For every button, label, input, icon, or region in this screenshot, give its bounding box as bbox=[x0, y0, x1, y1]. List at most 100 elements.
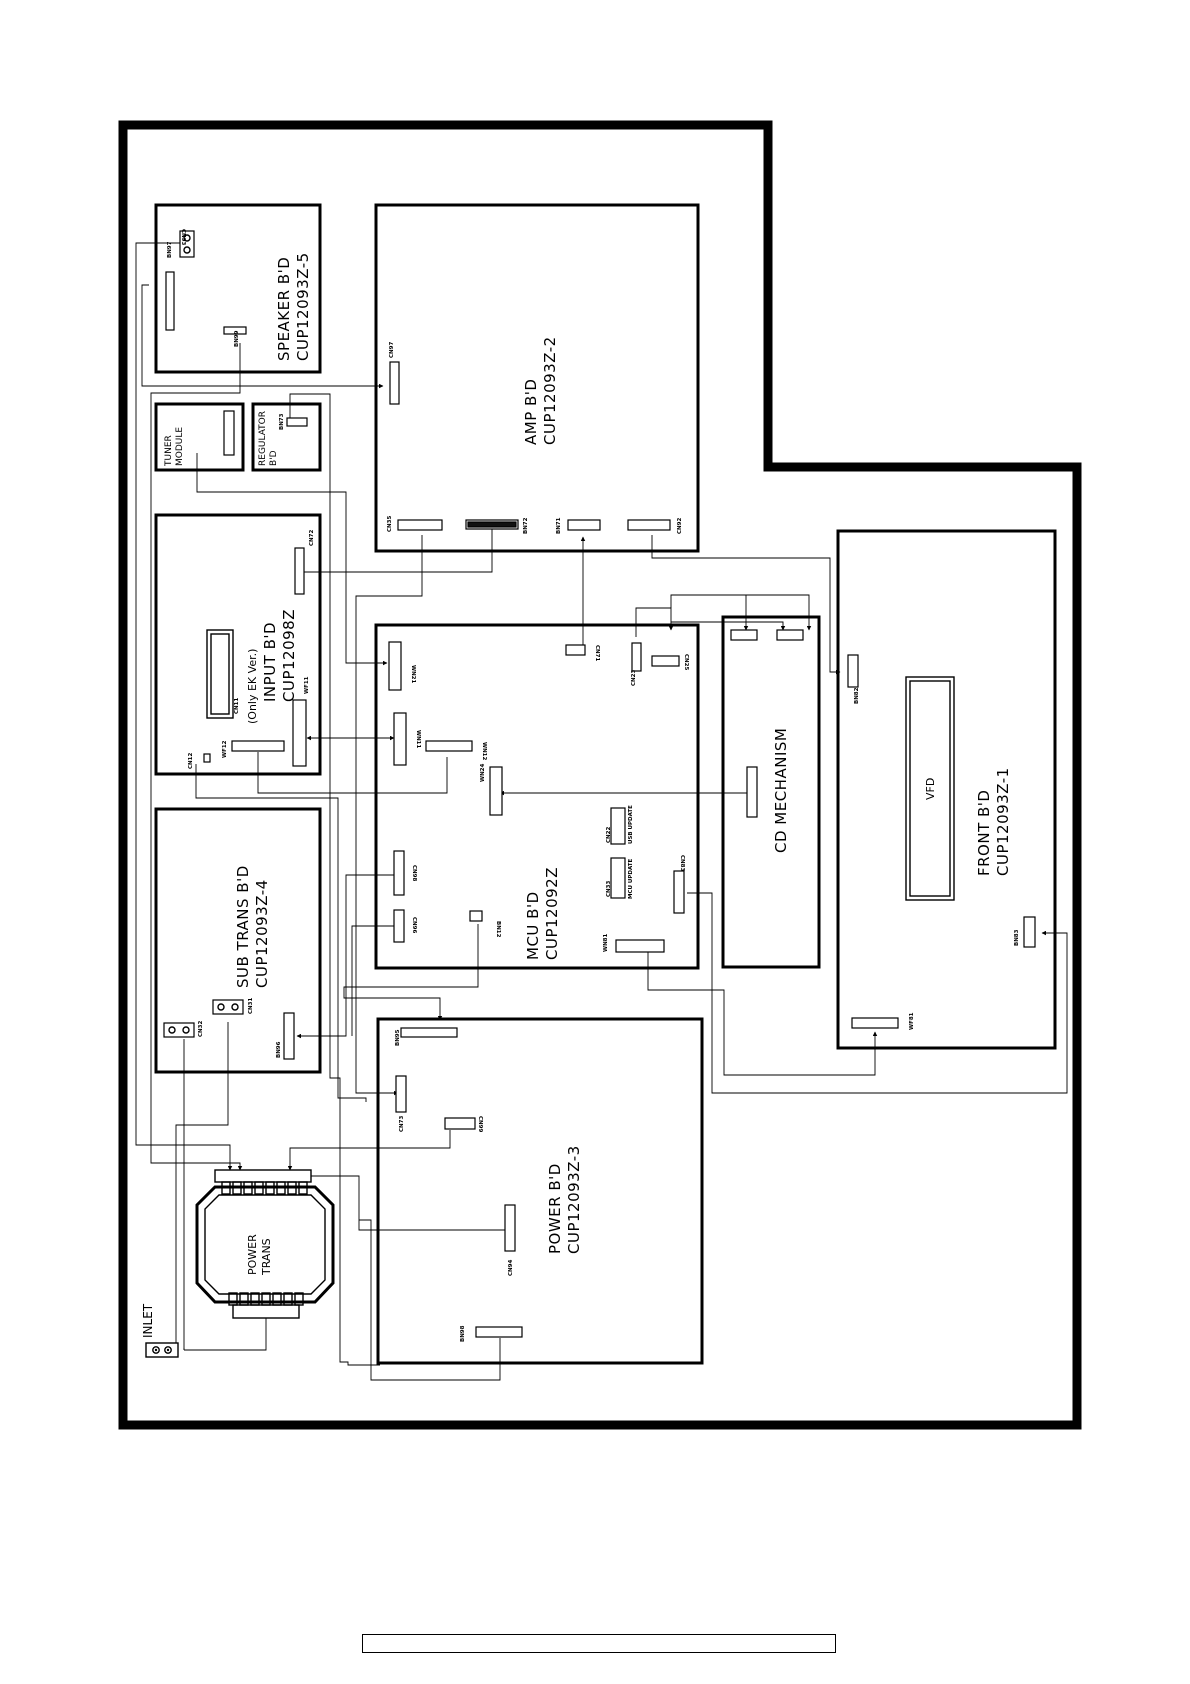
label-cn71: CN71 bbox=[594, 645, 600, 661]
transformer-pin bbox=[239, 1292, 249, 1306]
label-cn22: CN22 bbox=[606, 827, 612, 843]
power-trans-label-1: POWER bbox=[246, 1234, 259, 1275]
label-cn32: CN32 bbox=[198, 1021, 204, 1037]
transformer-pin bbox=[276, 1181, 286, 1195]
front-board bbox=[836, 529, 1057, 1050]
transformer-pin bbox=[243, 1181, 253, 1195]
input-board-part: CUP12098Z bbox=[280, 609, 298, 702]
tuner-label-1: TUNER bbox=[164, 435, 174, 467]
label-bn82: BN82 bbox=[854, 687, 860, 704]
label-bn97: BN97 bbox=[167, 241, 173, 258]
label-mcu-update: MCU UPDATE bbox=[628, 858, 634, 899]
transformer-pin bbox=[265, 1181, 275, 1195]
board-labels: SPEAKER B'D CUP12093Z-5 AMP B'D CUP12093… bbox=[141, 252, 1012, 1338]
label-usb-update: USB UPDATE bbox=[628, 805, 634, 844]
label-cn25: CN25 bbox=[683, 654, 689, 670]
vfd-label: VFD bbox=[924, 778, 937, 800]
regulator-label-1: REGULATOR bbox=[258, 411, 268, 466]
label-cn94: CN94 bbox=[508, 1260, 514, 1276]
label-bn99: BN99 bbox=[234, 330, 240, 347]
mcu-board-name: MCU B'D bbox=[524, 891, 542, 960]
transformer-pins-top bbox=[221, 1181, 308, 1195]
subtrans-board-part: CUP12093Z-4 bbox=[253, 879, 271, 988]
regulator-label-2: B'D bbox=[269, 450, 279, 466]
label-wf12: WF12 bbox=[222, 740, 228, 758]
mcu-board-part: CUP12092Z bbox=[543, 867, 561, 960]
label-cn11: CN11 bbox=[234, 698, 240, 714]
label-cn93: CN93 bbox=[180, 229, 186, 245]
front-board-name: FRONT B'D bbox=[975, 790, 993, 876]
label-wf11: WF11 bbox=[304, 676, 310, 694]
power-board bbox=[376, 1017, 704, 1365]
label-wf81: WF81 bbox=[909, 1012, 915, 1030]
label-cn31: CN31 bbox=[248, 998, 254, 1014]
transformer-pin bbox=[298, 1181, 308, 1195]
footer-box bbox=[362, 1634, 836, 1653]
input-board bbox=[154, 513, 322, 776]
label-cn83: CN83 bbox=[679, 855, 685, 871]
label-cn92: CN92 bbox=[677, 518, 683, 534]
label-bn12: BN12 bbox=[495, 921, 501, 938]
transformer-pin bbox=[283, 1292, 293, 1306]
label-wn21: WN21 bbox=[410, 665, 416, 683]
subtrans-board-name: SUB TRANS B'D bbox=[234, 865, 252, 988]
amp-board-part: CUP12093Z-2 bbox=[541, 336, 559, 445]
mcu-board bbox=[374, 623, 700, 970]
transformer-pin bbox=[228, 1292, 238, 1306]
chassis-outline bbox=[118, 120, 1082, 1430]
transformer-pin bbox=[250, 1292, 260, 1306]
label-cn23: CN23 bbox=[631, 670, 637, 686]
transformer-pin bbox=[272, 1292, 282, 1306]
power-transformer bbox=[195, 1169, 335, 1319]
label-cn98: CN98 bbox=[411, 865, 417, 881]
amp-board-name: AMP B'D bbox=[522, 379, 540, 445]
label-wn12: WN12 bbox=[481, 742, 487, 760]
subtrans-board bbox=[154, 807, 322, 1074]
label-cn72: CN72 bbox=[309, 530, 315, 546]
label-wn24: WN24 bbox=[480, 764, 486, 782]
label-wn81: WN81 bbox=[603, 934, 609, 952]
label-cn12: CN12 bbox=[188, 753, 194, 769]
label-cn99: CN99 bbox=[477, 1116, 483, 1132]
tuner-label-2: MODULE bbox=[175, 427, 185, 466]
inlet-socket bbox=[145, 1342, 179, 1358]
transformer-pin bbox=[254, 1181, 264, 1195]
transformer-pin bbox=[287, 1181, 297, 1195]
power-trans-label-2: TRANS bbox=[260, 1238, 273, 1276]
speaker-board-name: SPEAKER B'D bbox=[275, 257, 293, 361]
transformer-pin bbox=[232, 1181, 242, 1195]
label-bn96: BN96 bbox=[276, 1041, 282, 1058]
label-cn97: CN97 bbox=[389, 342, 395, 358]
cd-mechanism-label: CD MECHANISM bbox=[772, 728, 790, 853]
power-board-name: POWER B'D bbox=[546, 1163, 564, 1254]
power-board-part: CUP12093Z-3 bbox=[565, 1145, 583, 1254]
front-board-part: CUP12093Z-1 bbox=[994, 767, 1012, 876]
label-bn83: BN83 bbox=[1014, 929, 1020, 946]
input-board-name: INPUT B'D bbox=[261, 622, 279, 702]
input-board-note: (Only EK Ver.) bbox=[246, 649, 259, 724]
label-cn35: CN35 bbox=[387, 516, 393, 532]
label-cn33: CN33 bbox=[606, 881, 612, 897]
connectors bbox=[163, 230, 1036, 1338]
label-cn73: CN73 bbox=[399, 1116, 405, 1132]
label-cn96: CN96 bbox=[411, 917, 417, 933]
cd-mechanism-board bbox=[721, 615, 821, 969]
label-wn11: WN11 bbox=[415, 730, 421, 748]
transformer-pin bbox=[261, 1292, 271, 1306]
label-bn72: BN72 bbox=[523, 517, 529, 534]
speaker-board-part: CUP12093Z-5 bbox=[294, 252, 312, 361]
wiring-harnesses bbox=[135, 242, 1068, 1381]
transformer-pin bbox=[294, 1292, 304, 1306]
transformer-pin bbox=[221, 1181, 231, 1195]
amp-board bbox=[374, 203, 700, 553]
label-bn95: BN95 bbox=[395, 1029, 401, 1046]
vfd-inner bbox=[909, 680, 951, 897]
connector-labels: CN93 BN97 BN99 CN97 BN73 CN35 BN72 BN71 … bbox=[167, 229, 1020, 1342]
label-bn73: BN73 bbox=[279, 413, 285, 430]
inlet-label: INLET bbox=[141, 1303, 155, 1338]
label-bn71: BN71 bbox=[556, 517, 562, 534]
regulator-board bbox=[251, 402, 322, 472]
label-bn98: BN98 bbox=[460, 1325, 466, 1342]
vfd-outer bbox=[905, 676, 955, 901]
